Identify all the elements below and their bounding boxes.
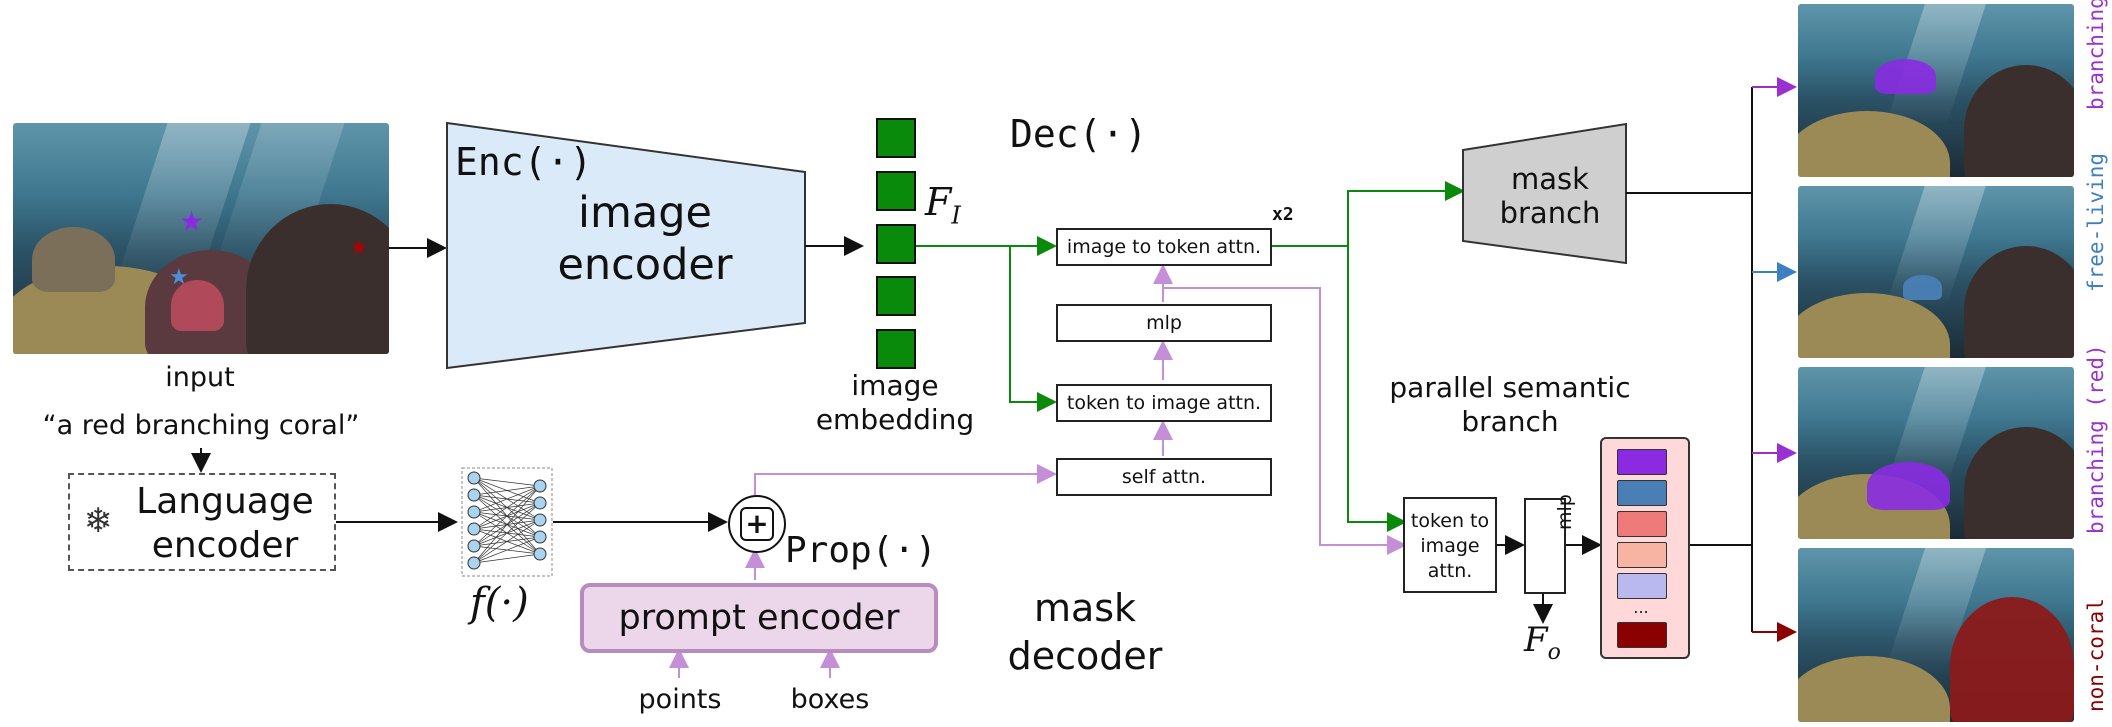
attn-line-2: image [1420,535,1480,557]
class-embedding-stack: ... [1600,437,1690,659]
output-label-branching-red: branching (red) [2084,344,2108,534]
embedding-token [876,118,916,158]
self-attn: self attn. [1056,458,1272,496]
image-to-token-attn: image to token attn. [1056,228,1272,266]
snowflake-icon: ❄ [83,501,113,541]
decoder-label-1: mask [1033,586,1137,630]
network-node [467,505,481,519]
ellipsis: ... [1633,597,1649,617]
embedding-token [876,276,916,316]
attn-line-3: attn. [1427,560,1473,582]
semantic-mlp-block: mlp [1524,494,1576,594]
output-label-free-living: free-living [2084,152,2108,292]
star-icon: ★ [179,205,205,238]
network-node [467,539,481,553]
class-swatch [1617,480,1667,506]
semantic-title-1: parallel semantic [1389,370,1631,404]
points-label: points [638,683,722,715]
prompt-function: Prop(·) [785,530,937,571]
encoder-title-1: image [578,188,712,238]
embedding-token [876,171,916,211]
decoder-function: Dec(·) [1010,112,1148,156]
language-encoder-title-1: Language [136,480,314,522]
encoder-function: Enc(·) [455,140,593,184]
network-node [467,471,481,485]
attn-line-1: token to [1410,510,1490,532]
mask-branch-shape [1462,122,1627,265]
image-encoder-shape [446,121,806,370]
embedding-token [876,329,916,369]
network-node [533,496,547,510]
plus-combine-icon: + [728,495,786,553]
input-image: ★ ★ ★ [13,123,389,354]
boxes-label: boxes [790,683,870,715]
class-swatch [1617,622,1667,648]
language-encoder-box: ❄ Language encoder [68,473,336,571]
class-swatch [1617,573,1667,599]
star-icon: ★ [169,265,189,290]
output-image [1798,548,2074,722]
text-query: “a red branching coral” [42,409,360,441]
star-icon: ★ [350,235,368,259]
network-node [467,522,481,536]
embedding-token [876,224,916,264]
language-encoder-title-2: encoder [151,524,299,566]
class-swatch [1617,542,1667,568]
class-swatch [1617,511,1667,537]
class-swatch [1617,449,1667,475]
mlp-block: mlp [1056,304,1272,342]
network-node [533,530,547,544]
semantic-mlp-label: mlp [1554,494,1576,530]
output-label-non-coral: non-coral [2084,598,2108,712]
feature-symbol-fo: Fo [1524,620,1561,665]
network-node [533,513,547,527]
mlp-function: f(·) [470,580,529,626]
embedding-label-2: embedding [815,402,975,436]
embedding-label-1: image [851,368,939,402]
decoder-label-2: decoder [1007,634,1163,678]
network-node [533,547,547,561]
mask-branch-label-1: mask [1511,162,1589,196]
output-image [1798,186,2074,358]
feature-symbol-fi: FI [925,180,961,230]
encoder-title-2: encoder [557,240,733,290]
mlp-network-icon [461,467,553,577]
output-image [1798,4,2074,177]
prompt-encoder-box: prompt encoder [580,583,938,653]
network-node [467,556,481,570]
repeat-count: x2 [1272,204,1294,225]
input-label: input [165,361,235,393]
mask-branch-label-2: branch [1499,196,1601,230]
network-node [467,488,481,502]
output-label-branching: branching [2084,0,2108,110]
output-image [1798,367,2074,539]
semantic-title-2: branch [1461,404,1559,438]
token-to-image-attn: token to image attn. [1056,384,1272,422]
network-node [533,479,547,493]
semantic-token-to-image-attn: token to image attn. [1403,497,1497,593]
